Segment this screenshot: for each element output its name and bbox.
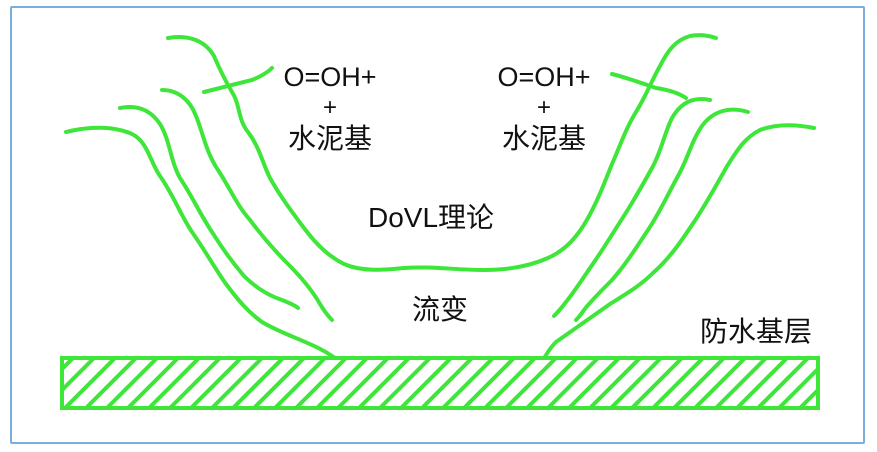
hatch-line	[210, 358, 264, 408]
theory-label: DoVL理论	[368, 202, 495, 233]
right-fiber-1	[542, 123, 816, 360]
hatch-line	[672, 358, 726, 408]
hatch-line	[735, 358, 789, 408]
substrate-outline	[60, 356, 820, 410]
hatch-line	[630, 358, 684, 408]
hatch-line	[315, 358, 369, 408]
right-formula-label: O=OH+	[497, 62, 591, 92]
left-fiber-2	[118, 105, 300, 310]
hatch-line	[378, 358, 432, 408]
left-fiber-1	[64, 125, 338, 360]
hatch-line	[231, 358, 285, 408]
hatch-line	[609, 358, 663, 408]
hatch-line	[126, 358, 180, 408]
hatch-line	[420, 358, 474, 408]
hatch-line	[357, 358, 411, 408]
left-cement-label: 水泥基	[287, 123, 372, 154]
hatch-line	[525, 358, 579, 408]
right-plus-label: +	[536, 94, 551, 121]
right-fiber-3	[552, 97, 712, 318]
hatch-line	[821, 358, 871, 408]
left-formula-label: O=OH+	[283, 62, 377, 92]
hatch-line	[294, 358, 348, 408]
hatch-line	[798, 387, 818, 408]
hatch-line	[105, 358, 159, 408]
left-plus-label: +	[322, 94, 337, 121]
hatch-line	[504, 358, 558, 408]
hatch-line	[168, 358, 222, 408]
hatch-line	[62, 358, 96, 393]
hatch-line	[147, 358, 201, 408]
hatch-line	[588, 358, 642, 408]
hatch-line	[273, 358, 327, 408]
hatch-line	[336, 358, 390, 408]
right-fiber-2	[574, 107, 750, 322]
hatch-line	[546, 358, 600, 408]
hatch-line	[756, 358, 810, 408]
hatch-line	[693, 358, 747, 408]
hatch-line	[651, 358, 705, 408]
hatch-line	[483, 358, 537, 408]
right-cement-label: 水泥基	[501, 123, 586, 154]
substrate-label: 防水基层	[700, 316, 813, 347]
hatch-line	[2, 358, 52, 408]
hatch-line	[567, 358, 621, 408]
membrane-curve	[166, 33, 718, 272]
right-hook	[610, 72, 688, 100]
hatch-line	[62, 358, 75, 372]
hatch-line	[84, 358, 138, 408]
hatch-line	[63, 358, 117, 408]
hatch-line	[714, 358, 768, 408]
substrate-slab	[2, 356, 871, 410]
hatch-line	[441, 358, 495, 408]
substrate-hatching	[2, 358, 871, 408]
left-hook	[202, 66, 274, 94]
flow-label: 流变	[412, 294, 469, 325]
hatch-line	[189, 358, 243, 408]
hatch-line	[399, 358, 453, 408]
hatch-line	[252, 358, 306, 408]
hatch-line	[462, 358, 516, 408]
left-fiber-3	[160, 88, 334, 322]
hatch-line	[777, 366, 818, 408]
